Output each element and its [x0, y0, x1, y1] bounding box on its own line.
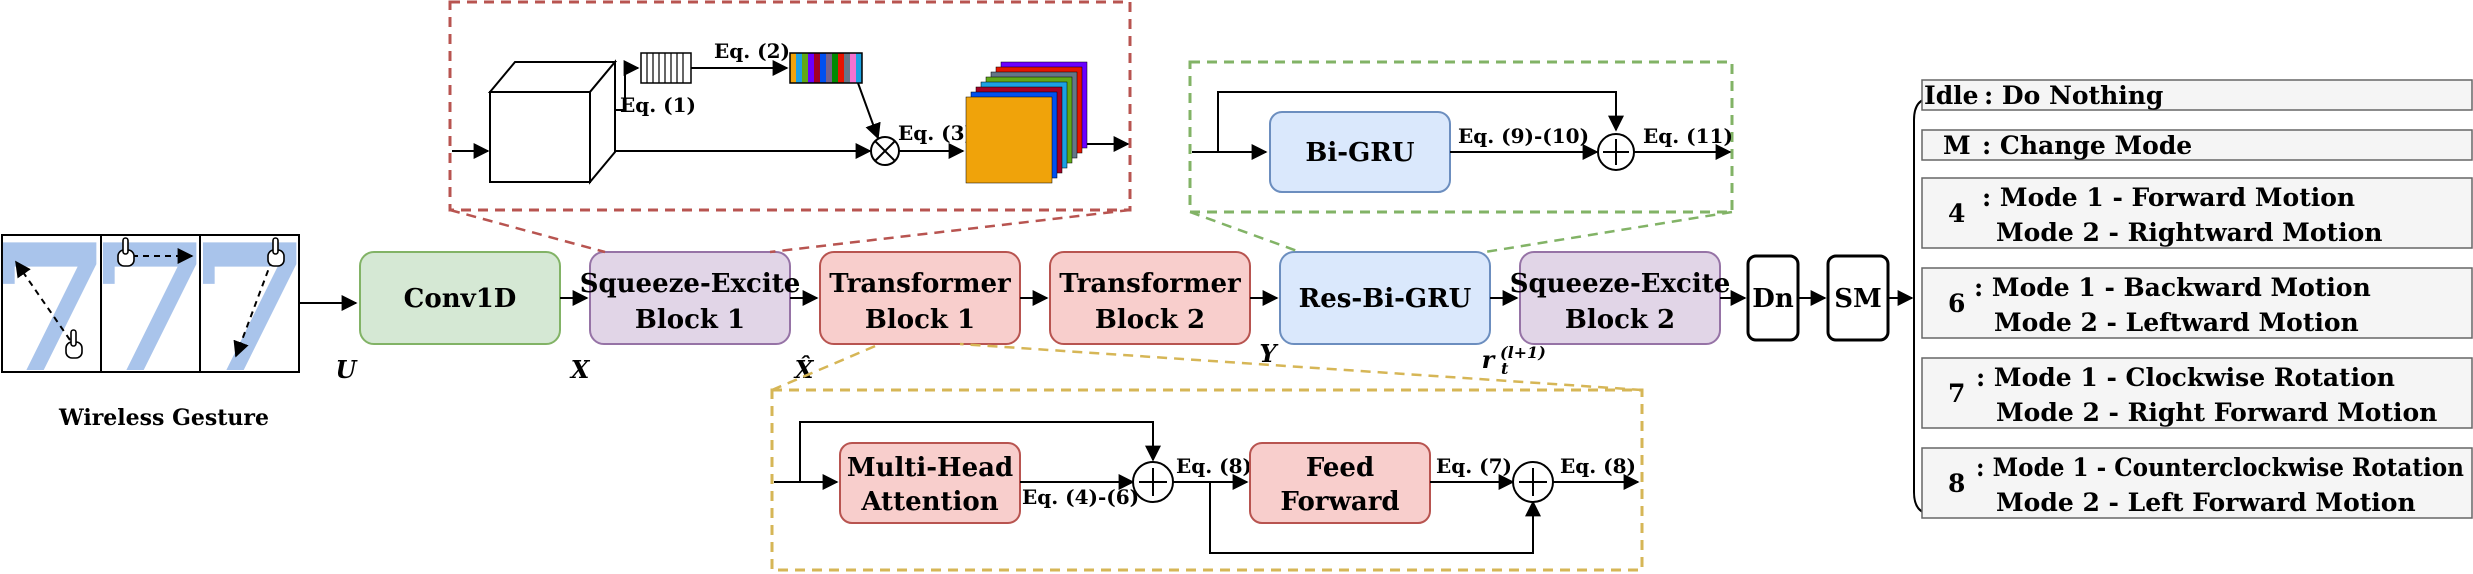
transformer-block-2-label: Transformer	[1059, 269, 1241, 299]
ff-label: Forward	[1280, 487, 1399, 517]
input-caption: Wireless Gesture	[58, 405, 269, 431]
output-7: 7 : Mode 1 - Clockwise Rotation Mode 2 -…	[1921, 357, 2473, 429]
add-icon	[1132, 461, 1174, 503]
gesture-digit-1: 7	[0, 207, 111, 412]
var-xhat: X̂	[793, 355, 815, 384]
output-7-key: 7	[1948, 379, 1965, 408]
output-m: M : Change Mode	[1921, 129, 2473, 161]
eq9-10-label: Eq. (9)-(10)	[1458, 124, 1589, 148]
hand-icon	[267, 237, 285, 267]
output-8-line2: Mode 2 - Left Forward Motion	[1996, 488, 2416, 517]
output-4-key: 4	[1948, 199, 1965, 228]
add-icon	[1597, 133, 1635, 171]
se-detail-panel: Eq. (1) Eq. (2) Eq. (3)	[448, 0, 1132, 254]
var-r-sub: t	[1501, 359, 1509, 378]
eq8b-label: Eq. (8)	[1560, 454, 1636, 478]
squeeze-vector	[640, 52, 692, 84]
eq2-label: Eq. (2)	[714, 39, 790, 63]
eq8a-label: Eq. (8)	[1176, 454, 1252, 478]
multiply-icon	[870, 136, 900, 166]
res-bi-gru-label: Res-Bi-GRU	[1299, 284, 1472, 314]
conv1d-label: Conv1D	[404, 284, 517, 314]
var-r: r	[1482, 345, 1497, 374]
eq3-label: Eq. (3)	[898, 121, 974, 145]
output-m-key: M	[1943, 131, 1971, 160]
hand-icon	[117, 237, 135, 267]
var-u: U	[336, 355, 359, 384]
output-8-key: 8	[1948, 469, 1965, 498]
output-8: 8 : Mode 1 - Counterclockwise Rotation M…	[1921, 447, 2473, 519]
output-4: 4 : Mode 1 - Forward Motion Mode 2 - Rig…	[1921, 177, 2473, 249]
bi-gru-label: Bi-GRU	[1305, 138, 1414, 168]
transformer-block-2-label: Block 2	[1095, 305, 1205, 335]
var-x: X	[569, 355, 591, 384]
gru-detail-panel: Bi-GRU Eq. (9)-(10) Eq. (11)	[1188, 60, 1734, 254]
hand-icon	[65, 329, 83, 359]
dn-label: Dn	[1752, 284, 1794, 314]
se-block-1-label: Squeeze-Excite	[580, 269, 801, 299]
var-y: Y	[1259, 339, 1279, 368]
ff-label: Feed	[1306, 453, 1374, 483]
gesture-digit-2: 7	[89, 207, 211, 412]
output-m-text: : Change Mode	[1982, 131, 2192, 160]
transformer-block-1-label: Block 1	[865, 305, 975, 335]
eq7-label: Eq. (7)	[1436, 454, 1512, 478]
mha-label: Attention	[860, 487, 998, 517]
mha-label: Multi-Head	[847, 453, 1013, 483]
eq4-6-label: Eq. (4)-(6)	[1022, 485, 1139, 509]
var-r-sup: (l+1)	[1500, 343, 1546, 362]
output-4-line2: Mode 2 - Rightward Motion	[1996, 218, 2382, 247]
se-block-2-label: Squeeze-Excite	[1510, 269, 1731, 299]
output-commands: Idle : Do Nothing M : Change Mode 4 : Mo…	[1913, 79, 2473, 519]
output-8-line1: : Mode 1 - Counterclockwise Rotation	[1976, 453, 2464, 482]
output-4-line1: : Mode 1 - Forward Motion	[1982, 183, 2355, 212]
output-7-line1: : Mode 1 - Clockwise Rotation	[1976, 363, 2395, 392]
output-6-line1: : Mode 1 - Backward Motion	[1974, 273, 2371, 302]
se-block-1-label: Block 1	[635, 305, 745, 335]
recalibrated-cube	[965, 61, 1088, 184]
eq11-label: Eq. (11)	[1643, 124, 1733, 148]
gesture-input: 7 7 7 Wireless Gesture	[0, 207, 311, 431]
add-icon	[1512, 461, 1554, 503]
output-6-line2: Mode 2 - Leftward Motion	[1994, 308, 2359, 337]
main-pipeline: Conv1D Squeeze-Excite Block 1 Transforme…	[300, 251, 1914, 384]
transformer-detail-panel: Multi-Head Attention Eq. (4)-(6) Eq. (8)…	[770, 342, 1644, 572]
output-7-line2: Mode 2 - Right Forward Motion	[1996, 398, 2437, 427]
eq1-label: Eq. (1)	[620, 93, 696, 117]
se-block-2-label: Block 2	[1565, 305, 1675, 335]
sm-label: SM	[1834, 284, 1882, 314]
gesture-digit-3: 7	[189, 207, 311, 412]
output-idle-key: Idle	[1924, 81, 1979, 110]
transformer-block-1-label: Transformer	[829, 269, 1011, 299]
excitation-vector	[789, 52, 863, 84]
feature-cube	[487, 59, 618, 185]
output-6-key: 6	[1948, 289, 1965, 318]
output-idle: Idle : Do Nothing	[1921, 79, 2473, 111]
output-idle-text: : Do Nothing	[1984, 81, 2163, 110]
output-6: 6 : Mode 1 - Backward Motion Mode 2 - Le…	[1921, 267, 2473, 339]
